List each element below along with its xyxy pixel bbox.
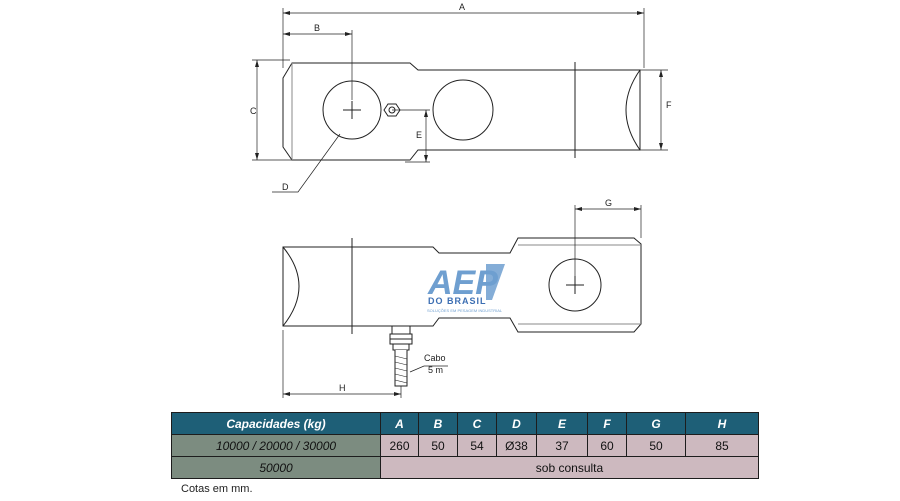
value-g: 50 [626,434,686,457]
side-view-body [282,237,642,334]
cable-connector [389,325,413,387]
cable-label: Cabo [424,353,446,363]
header-a: A [380,412,419,435]
dim-label-f: F [666,100,672,110]
cable-length-label: 5 m [428,365,443,375]
header-h: H [685,412,759,435]
header-f: F [587,412,627,435]
value-f: 60 [587,434,627,457]
value-e: 37 [536,434,588,457]
value-c: 54 [457,434,497,457]
logo-sub-text: DO BRASIL [428,296,487,306]
technical-drawing: A B C D E F G H Cabo 5 m AEP DO BRASIL S… [250,2,672,398]
header-capacities: Capacidades (kg) [171,412,381,435]
value-b: 50 [418,434,458,457]
units-note: Cotas em mm. [181,483,253,495]
header-g: G [626,412,686,435]
value-d: Ø38 [496,434,537,457]
table-header-row: Capacidades (kg) A B C D E F G H [171,412,759,435]
dim-label-d: D [282,182,289,192]
table-row: 10000 / 20000 / 30000 260 50 54 Ø38 37 6… [171,434,759,457]
dim-label-e: E [416,130,422,140]
header-d: D [496,412,537,435]
logo-tagline: SOLUÇÕES EM PESAGEM INDUSTRIAL [427,308,503,313]
header-c: C [457,412,497,435]
header-e: E [536,412,588,435]
merged-value-cell: sob consulta [380,456,759,479]
dim-label-h: H [339,383,346,393]
specifications-table: Capacidades (kg) A B C D E F G H 10000 /… [171,412,759,479]
header-b: B [418,412,458,435]
dim-label-g: G [605,198,612,208]
dim-label-a: A [459,2,465,12]
dim-label-b: B [314,23,320,33]
aep-logo: AEP DO BRASIL SOLUÇÕES EM PESAGEM INDUST… [427,264,505,313]
capacity-cell: 10000 / 20000 / 30000 [171,434,381,457]
value-a: 260 [380,434,419,457]
dim-label-c: C [250,106,257,116]
value-h: 85 [685,434,759,457]
top-center-hole [432,79,494,141]
table-row: 50000 sob consulta [171,456,759,479]
capacity-cell: 50000 [171,456,381,479]
